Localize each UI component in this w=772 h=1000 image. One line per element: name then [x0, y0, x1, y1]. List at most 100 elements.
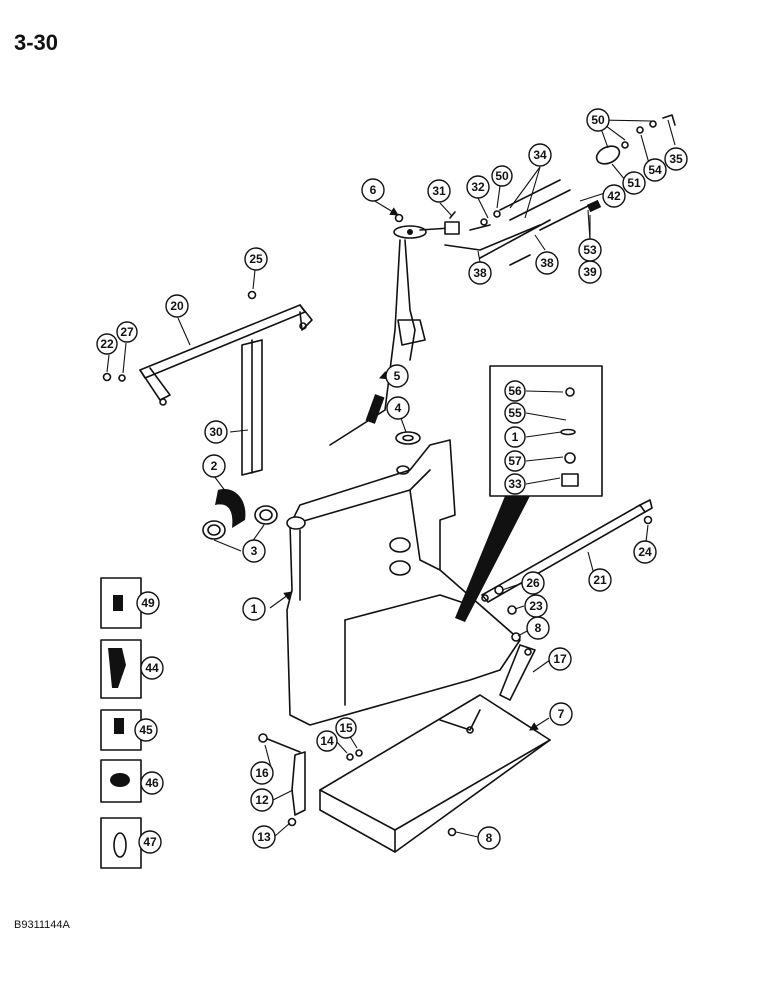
callout-23: 23 [524, 594, 548, 618]
callout-32: 32 [466, 175, 490, 199]
svg-text:14: 14 [320, 734, 334, 748]
svg-text:53: 53 [583, 243, 597, 257]
svg-text:15: 15 [339, 721, 353, 735]
svg-text:31: 31 [432, 184, 446, 198]
callout-5: 5 [385, 364, 409, 388]
callout-55: 55 [504, 402, 526, 424]
callout-3: 3 [242, 539, 266, 563]
callout-38a: 38 [468, 261, 492, 285]
svg-text:12: 12 [255, 793, 269, 807]
inset-boxes [100, 577, 142, 869]
callout-42: 42 [602, 184, 626, 208]
svg-text:39: 39 [583, 265, 597, 279]
callout-12: 12 [250, 788, 274, 812]
callout-50a: 50 [491, 165, 513, 187]
callout-8a: 8 [526, 616, 550, 640]
svg-text:42: 42 [607, 189, 621, 203]
tank-shield [319, 694, 551, 853]
elbow-hose [215, 489, 246, 528]
callout-56: 56 [504, 380, 526, 402]
svg-text:30: 30 [209, 425, 223, 439]
small-hardware [102, 213, 653, 837]
svg-text:21: 21 [593, 573, 607, 587]
callout-20: 20 [165, 294, 189, 318]
callout-49: 49 [136, 591, 160, 615]
hose-clamps [202, 505, 278, 540]
callout-17: 17 [548, 647, 572, 671]
svg-text:24: 24 [638, 545, 652, 559]
svg-text:7: 7 [558, 707, 565, 721]
callout-22: 22 [96, 333, 118, 355]
callout-1: 1 [242, 597, 266, 621]
svg-text:47: 47 [143, 835, 157, 849]
svg-text:20: 20 [170, 299, 184, 313]
svg-text:8: 8 [486, 831, 493, 845]
svg-text:38: 38 [473, 266, 487, 280]
svg-text:1: 1 [512, 430, 519, 444]
svg-text:44: 44 [145, 661, 159, 675]
callout-8b: 8 [477, 826, 501, 850]
callout-44: 44 [140, 656, 164, 680]
svg-text:16: 16 [255, 766, 269, 780]
svg-text:32: 32 [471, 180, 485, 194]
callout-2: 2 [202, 454, 226, 478]
svg-text:17: 17 [553, 652, 567, 666]
svg-text:6: 6 [370, 183, 377, 197]
strap-side [499, 644, 536, 701]
strap-upper [139, 304, 313, 406]
svg-text:57: 57 [508, 454, 522, 468]
sender-unit [329, 225, 427, 446]
svg-text:23: 23 [529, 599, 543, 613]
svg-text:50: 50 [591, 113, 605, 127]
svg-text:1: 1 [251, 602, 258, 616]
page-number: 3-30 [14, 30, 59, 55]
callout-25: 25 [244, 247, 268, 271]
svg-text:2: 2 [211, 459, 218, 473]
callout-53: 53 [578, 238, 602, 262]
svg-text:33: 33 [508, 477, 522, 491]
callout-35: 35 [664, 147, 688, 171]
svg-text:35: 35 [669, 152, 683, 166]
svg-text:51: 51 [627, 176, 641, 190]
strap-front [258, 733, 306, 816]
callout-39: 39 [578, 260, 602, 284]
fuel-tank [286, 439, 521, 726]
callout-45: 45 [134, 718, 158, 742]
svg-text:27: 27 [120, 325, 134, 339]
callout-38b: 38 [535, 251, 559, 275]
svg-text:26: 26 [526, 576, 540, 590]
svg-text:8: 8 [535, 621, 542, 635]
callout-15: 15 [335, 717, 357, 739]
callout-34: 34 [528, 143, 552, 167]
svg-text:22: 22 [100, 337, 114, 351]
svg-text:34: 34 [533, 148, 547, 162]
callout-24: 24 [633, 540, 657, 564]
svg-text:13: 13 [257, 830, 271, 844]
svg-text:5: 5 [394, 369, 401, 383]
callout-6: 6 [361, 178, 385, 202]
callout-54: 54 [643, 158, 667, 182]
callout-46: 46 [140, 771, 164, 795]
svg-text:50: 50 [495, 169, 509, 183]
svg-text:49: 49 [141, 596, 155, 610]
leader-lines [106, 119, 676, 838]
callout-51: 51 [622, 171, 646, 195]
svg-text:38: 38 [540, 256, 554, 270]
svg-text:25: 25 [249, 252, 263, 266]
callout-57: 57 [504, 450, 526, 472]
callout-30: 30 [204, 420, 228, 444]
callout-21: 21 [588, 568, 612, 592]
svg-text:54: 54 [648, 163, 662, 177]
callout-50b: 50 [586, 108, 610, 132]
callout-4: 4 [386, 396, 410, 420]
callout-13: 13 [252, 825, 276, 849]
callout-26: 26 [521, 571, 545, 595]
inset-47 [100, 817, 142, 869]
svg-text:3: 3 [251, 544, 258, 558]
callout-27: 27 [116, 321, 138, 343]
figure-code: B9311144A [14, 919, 70, 931]
svg-text:46: 46 [145, 776, 159, 790]
callout-1-detail: 1 [504, 426, 526, 448]
callout-14: 14 [316, 730, 338, 752]
